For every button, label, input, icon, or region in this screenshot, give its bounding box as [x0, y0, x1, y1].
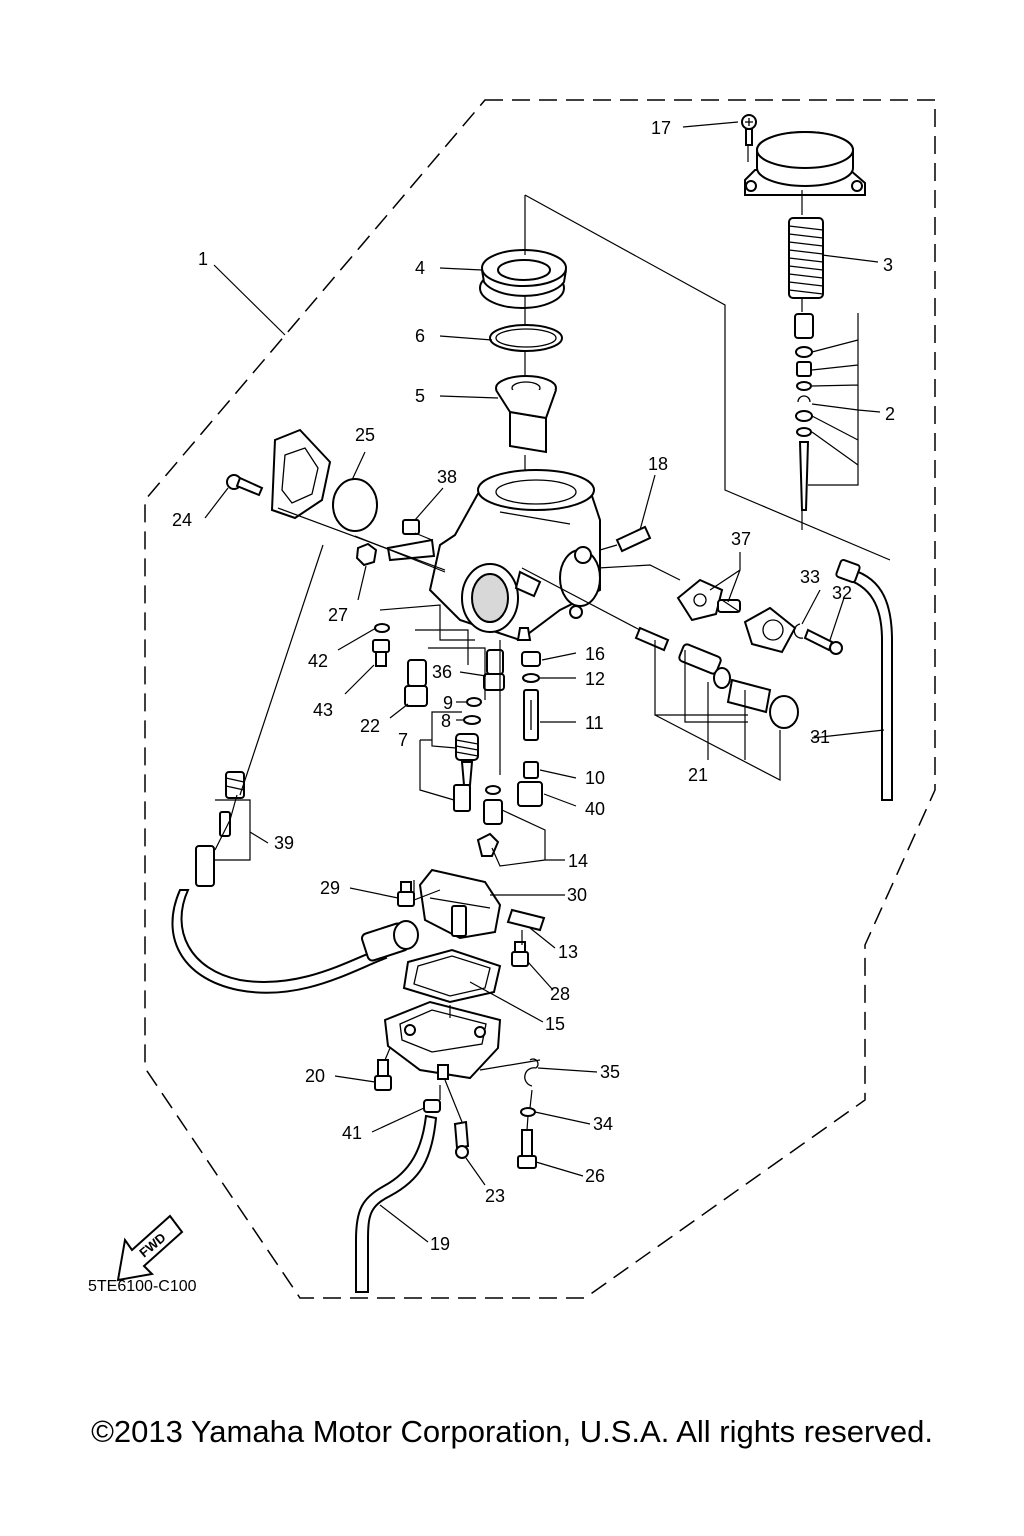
callout-17: 17	[651, 118, 671, 138]
callout-42: 42	[308, 651, 328, 671]
jet-column	[517, 651, 543, 807]
cable-31	[840, 566, 893, 801]
callout-30: 30	[567, 885, 587, 905]
screw-26	[517, 1129, 537, 1169]
callout-7: 7	[398, 730, 408, 750]
callout-11: 11	[585, 713, 604, 733]
screw-20	[374, 1059, 392, 1091]
pilot-screw-7	[453, 733, 479, 812]
callout-28: 28	[550, 984, 570, 1004]
callout-38: 38	[437, 467, 457, 487]
callout-4: 4	[415, 258, 425, 278]
callout-15: 15	[545, 1014, 565, 1034]
callout-31: 31	[810, 727, 830, 747]
washer-42	[374, 623, 390, 633]
carburetor-body	[386, 469, 601, 642]
bolt-43	[372, 639, 390, 667]
fitting-18	[615, 525, 652, 553]
slide-5	[495, 375, 557, 454]
needle-valve-14	[476, 785, 503, 857]
copyright-notice: ©2013 Yamaha Motor Corporation, U.S.A. A…	[91, 1414, 933, 1449]
screw-28	[511, 941, 529, 967]
clamp-41	[423, 1099, 441, 1113]
washer-34	[520, 1107, 536, 1117]
callout-8: 8	[441, 711, 451, 731]
callout-18: 18	[648, 454, 668, 474]
screw-17	[741, 114, 757, 146]
diagram-code: 5TE6100-C100	[88, 1278, 197, 1295]
callout-10: 10	[585, 768, 605, 788]
flange-gasket	[270, 428, 332, 520]
callout-25: 25	[355, 425, 375, 445]
needle-set-2	[794, 313, 814, 511]
washer-8	[463, 715, 481, 725]
callout-39: 39	[274, 833, 294, 853]
screw-24	[226, 474, 264, 497]
callout-26: 26	[585, 1166, 605, 1186]
callout-41: 41	[342, 1123, 362, 1143]
cable-39	[171, 771, 419, 994]
clip-33	[793, 623, 804, 639]
callout-34: 34	[593, 1114, 613, 1134]
gasket-15	[402, 948, 502, 1004]
callout-21: 21	[688, 765, 708, 785]
callout-23: 23	[485, 1186, 505, 1206]
callout-29: 29	[320, 878, 340, 898]
jet-36	[483, 649, 505, 691]
callout-3: 3	[883, 255, 893, 275]
callout-36: 36	[432, 662, 452, 682]
o-ring-25	[332, 478, 378, 532]
fwd-arrow-icon: FWD	[116, 1214, 184, 1282]
callout-1: 1	[198, 249, 208, 269]
callout-24: 24	[172, 510, 192, 530]
callout-32: 32	[832, 583, 852, 603]
fitting-38	[402, 519, 420, 535]
callout-22: 22	[360, 716, 380, 736]
callout-37: 37	[731, 529, 751, 549]
drain-screw-23	[453, 1120, 470, 1159]
clip-35	[524, 1058, 539, 1087]
callout-43: 43	[313, 700, 333, 720]
callout-5: 5	[415, 386, 425, 406]
nut-27	[355, 542, 378, 567]
callout-20: 20	[305, 1066, 325, 1086]
hose-19	[355, 1114, 438, 1293]
assembly-boundary	[144, 99, 936, 1299]
callout-19: 19	[430, 1234, 450, 1254]
screw-29	[397, 881, 415, 907]
plunger-assembly-21	[634, 626, 799, 729]
callout-16: 16	[585, 644, 605, 664]
float-30	[418, 868, 502, 940]
callout-14: 14	[568, 851, 588, 871]
ring-6	[489, 324, 563, 352]
plate-37	[676, 578, 741, 622]
callout-35: 35	[600, 1062, 620, 1082]
cover-33	[743, 606, 797, 654]
callout-2: 2	[885, 404, 895, 424]
callout-6: 6	[415, 326, 425, 346]
callout-13: 13	[558, 942, 578, 962]
callout-40: 40	[585, 799, 605, 819]
pin-13	[506, 908, 546, 932]
spring-3	[788, 217, 824, 299]
o-ring-9	[466, 697, 482, 707]
pipe-22	[404, 659, 428, 707]
callout-12: 12	[585, 669, 605, 689]
top-cover	[744, 131, 866, 196]
callout-27: 27	[328, 605, 348, 625]
diaphragm-4	[479, 249, 567, 309]
float-bowl	[383, 1000, 502, 1080]
callout-33: 33	[800, 567, 820, 587]
callout-9: 9	[443, 693, 453, 713]
screw-32	[803, 628, 843, 655]
